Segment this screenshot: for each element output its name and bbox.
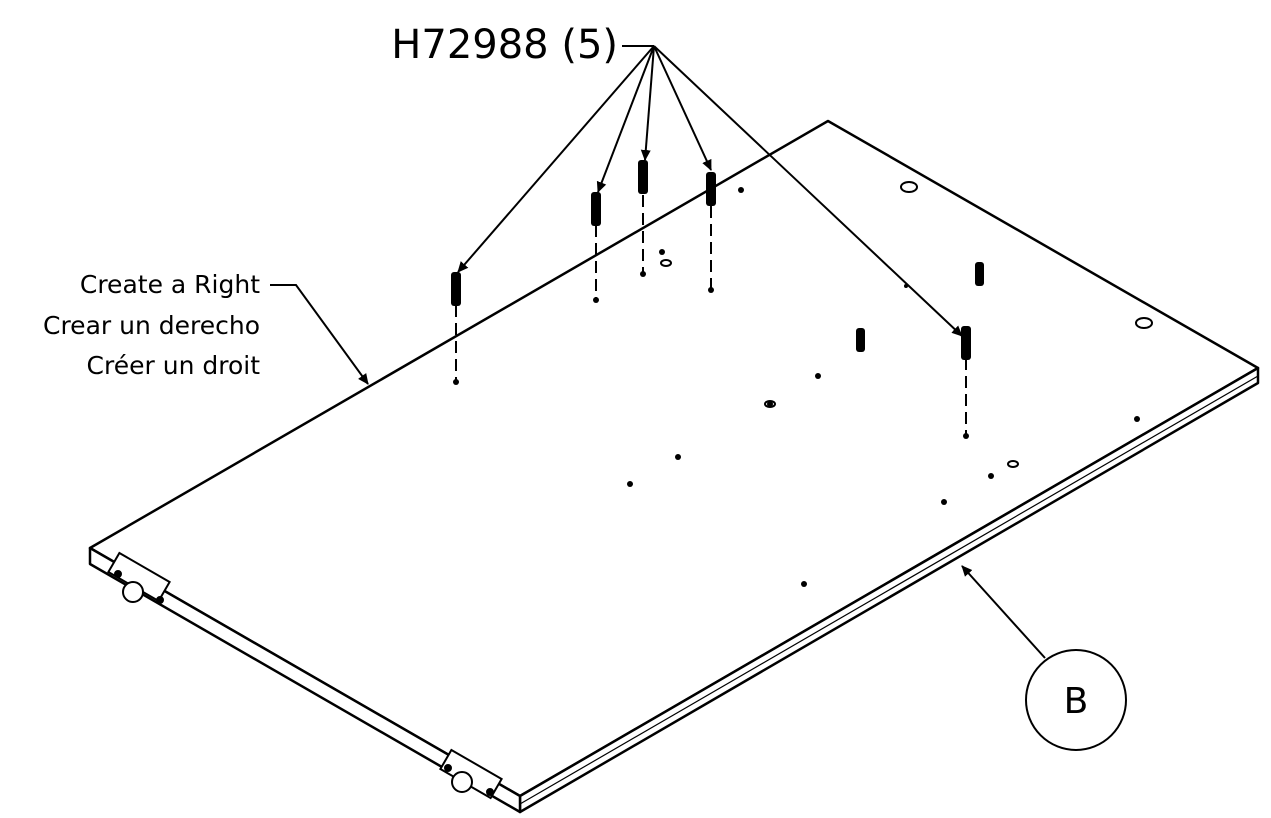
insert-pins — [451, 160, 971, 439]
table-top-panel — [88, 119, 1260, 814]
part-number-label: H72988 (5) — [391, 22, 618, 68]
reference-letter: B — [1064, 681, 1089, 722]
instruction-line-en: Create a Right — [80, 270, 260, 299]
panel-rings — [660, 181, 1153, 468]
instruction-line-es: Crear un derecho — [43, 311, 260, 340]
installed-pins — [856, 262, 984, 352]
instruction-leader — [270, 284, 369, 385]
instruction-line-fr: Créer un droit — [87, 351, 261, 380]
hinge-bracket-left — [107, 551, 171, 604]
instruction-text: Create a Right Crear un derecho Créer un… — [43, 270, 260, 380]
panel-holes — [627, 187, 1140, 587]
hinge-bracket-right — [439, 748, 503, 800]
reference-callout: B — [961, 565, 1127, 751]
part-leader-lines — [457, 45, 963, 337]
reference-circle — [1025, 649, 1127, 751]
